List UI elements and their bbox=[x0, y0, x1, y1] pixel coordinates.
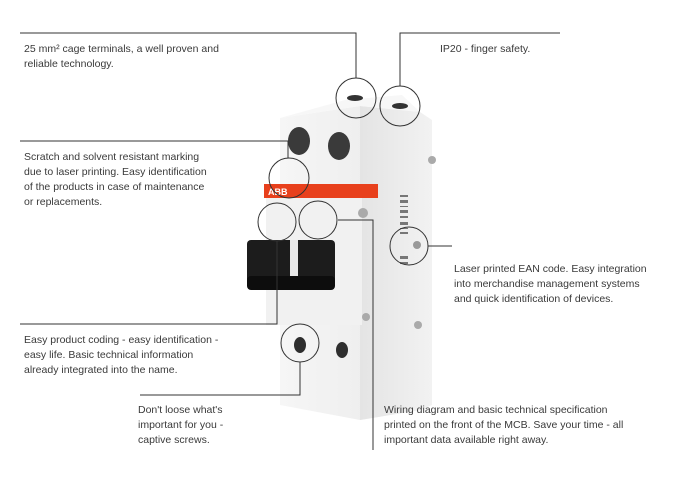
annotation-marking: Scratch and solvent resistant marking du… bbox=[24, 151, 207, 208]
callout-line-terminals bbox=[20, 32, 357, 78]
callout-line-screws bbox=[140, 362, 301, 396]
callout-circle-marking bbox=[268, 157, 310, 199]
callout-circle-ean bbox=[389, 226, 429, 266]
annotation-screws: Don't loose what's important for you - c… bbox=[138, 404, 224, 446]
callout-line-marking bbox=[20, 140, 289, 158]
circuit-breaker: ABB bbox=[247, 95, 436, 420]
callout-line-coding bbox=[20, 241, 278, 325]
callout-circle-wiring bbox=[298, 200, 338, 240]
callout-circle-screws bbox=[280, 323, 320, 363]
callout-circle-ip20 bbox=[379, 85, 421, 127]
callout-circle-terminals bbox=[335, 77, 377, 119]
callout-circle-coding bbox=[257, 202, 297, 242]
annotation-terminals: 25 mm² cage terminals, a well proven and… bbox=[24, 43, 219, 70]
annotation-ip20: IP20 - finger safety. bbox=[440, 43, 531, 55]
svg-text:ABB: ABB bbox=[268, 187, 288, 197]
callout-line-wiring bbox=[338, 219, 374, 450]
annotation-ean: Laser printed EAN code. Easy integration… bbox=[454, 263, 647, 305]
annotation-wiring: Wiring diagram and basic technical speci… bbox=[384, 404, 624, 446]
callout-line-ip20 bbox=[399, 32, 560, 86]
annotation-coding: Easy product coding - easy identificatio… bbox=[24, 334, 219, 376]
